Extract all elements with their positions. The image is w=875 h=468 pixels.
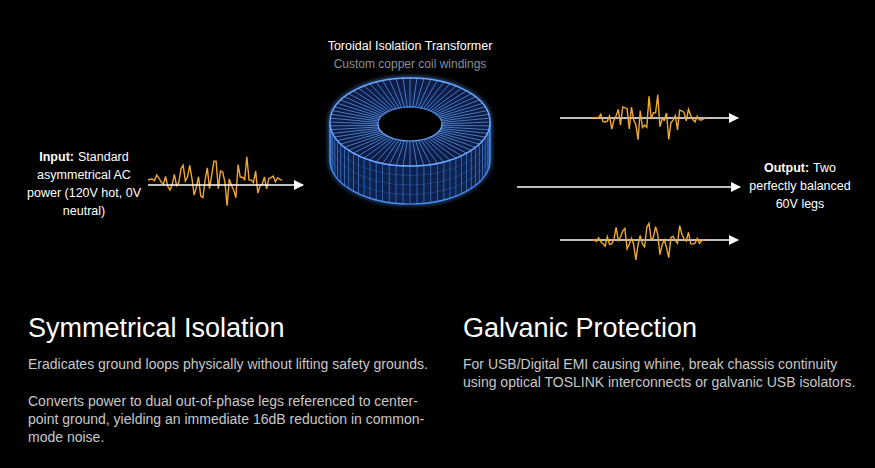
flow-arrow xyxy=(148,184,303,185)
terminal-text-block: Output:Two perfectly balanced 60V legs xyxy=(742,158,858,216)
waveform xyxy=(148,157,282,206)
output-arrow xyxy=(560,117,738,118)
transformer-node: Toroidal Isolation TransformerCustom cop… xyxy=(305,38,515,208)
section-heading: Symmetrical Isolation xyxy=(28,312,448,344)
body-text: For USB/Digital EMI causing whine, break… xyxy=(463,355,861,391)
terminal-text-block: Input:Standard asymmetrical AC power (12… xyxy=(22,147,146,223)
waveform xyxy=(592,223,706,260)
node-heading: Input: xyxy=(39,150,74,164)
waveforms xyxy=(148,95,738,260)
node-heading: Output: xyxy=(764,161,809,175)
flow-arrow xyxy=(517,186,740,187)
node-heading: Toroidal Isolation Transformer xyxy=(305,38,515,54)
output-arrow xyxy=(560,239,738,240)
body-text: Eradicates ground loops physically witho… xyxy=(28,355,428,373)
section-heading: Galvanic Protection xyxy=(463,312,863,344)
body-text: Converts power to dual out-of-phase legs… xyxy=(28,392,428,446)
waveform xyxy=(592,95,706,140)
toroid-illustration xyxy=(330,78,490,204)
node-body: Custom copper coil windings xyxy=(305,56,515,72)
